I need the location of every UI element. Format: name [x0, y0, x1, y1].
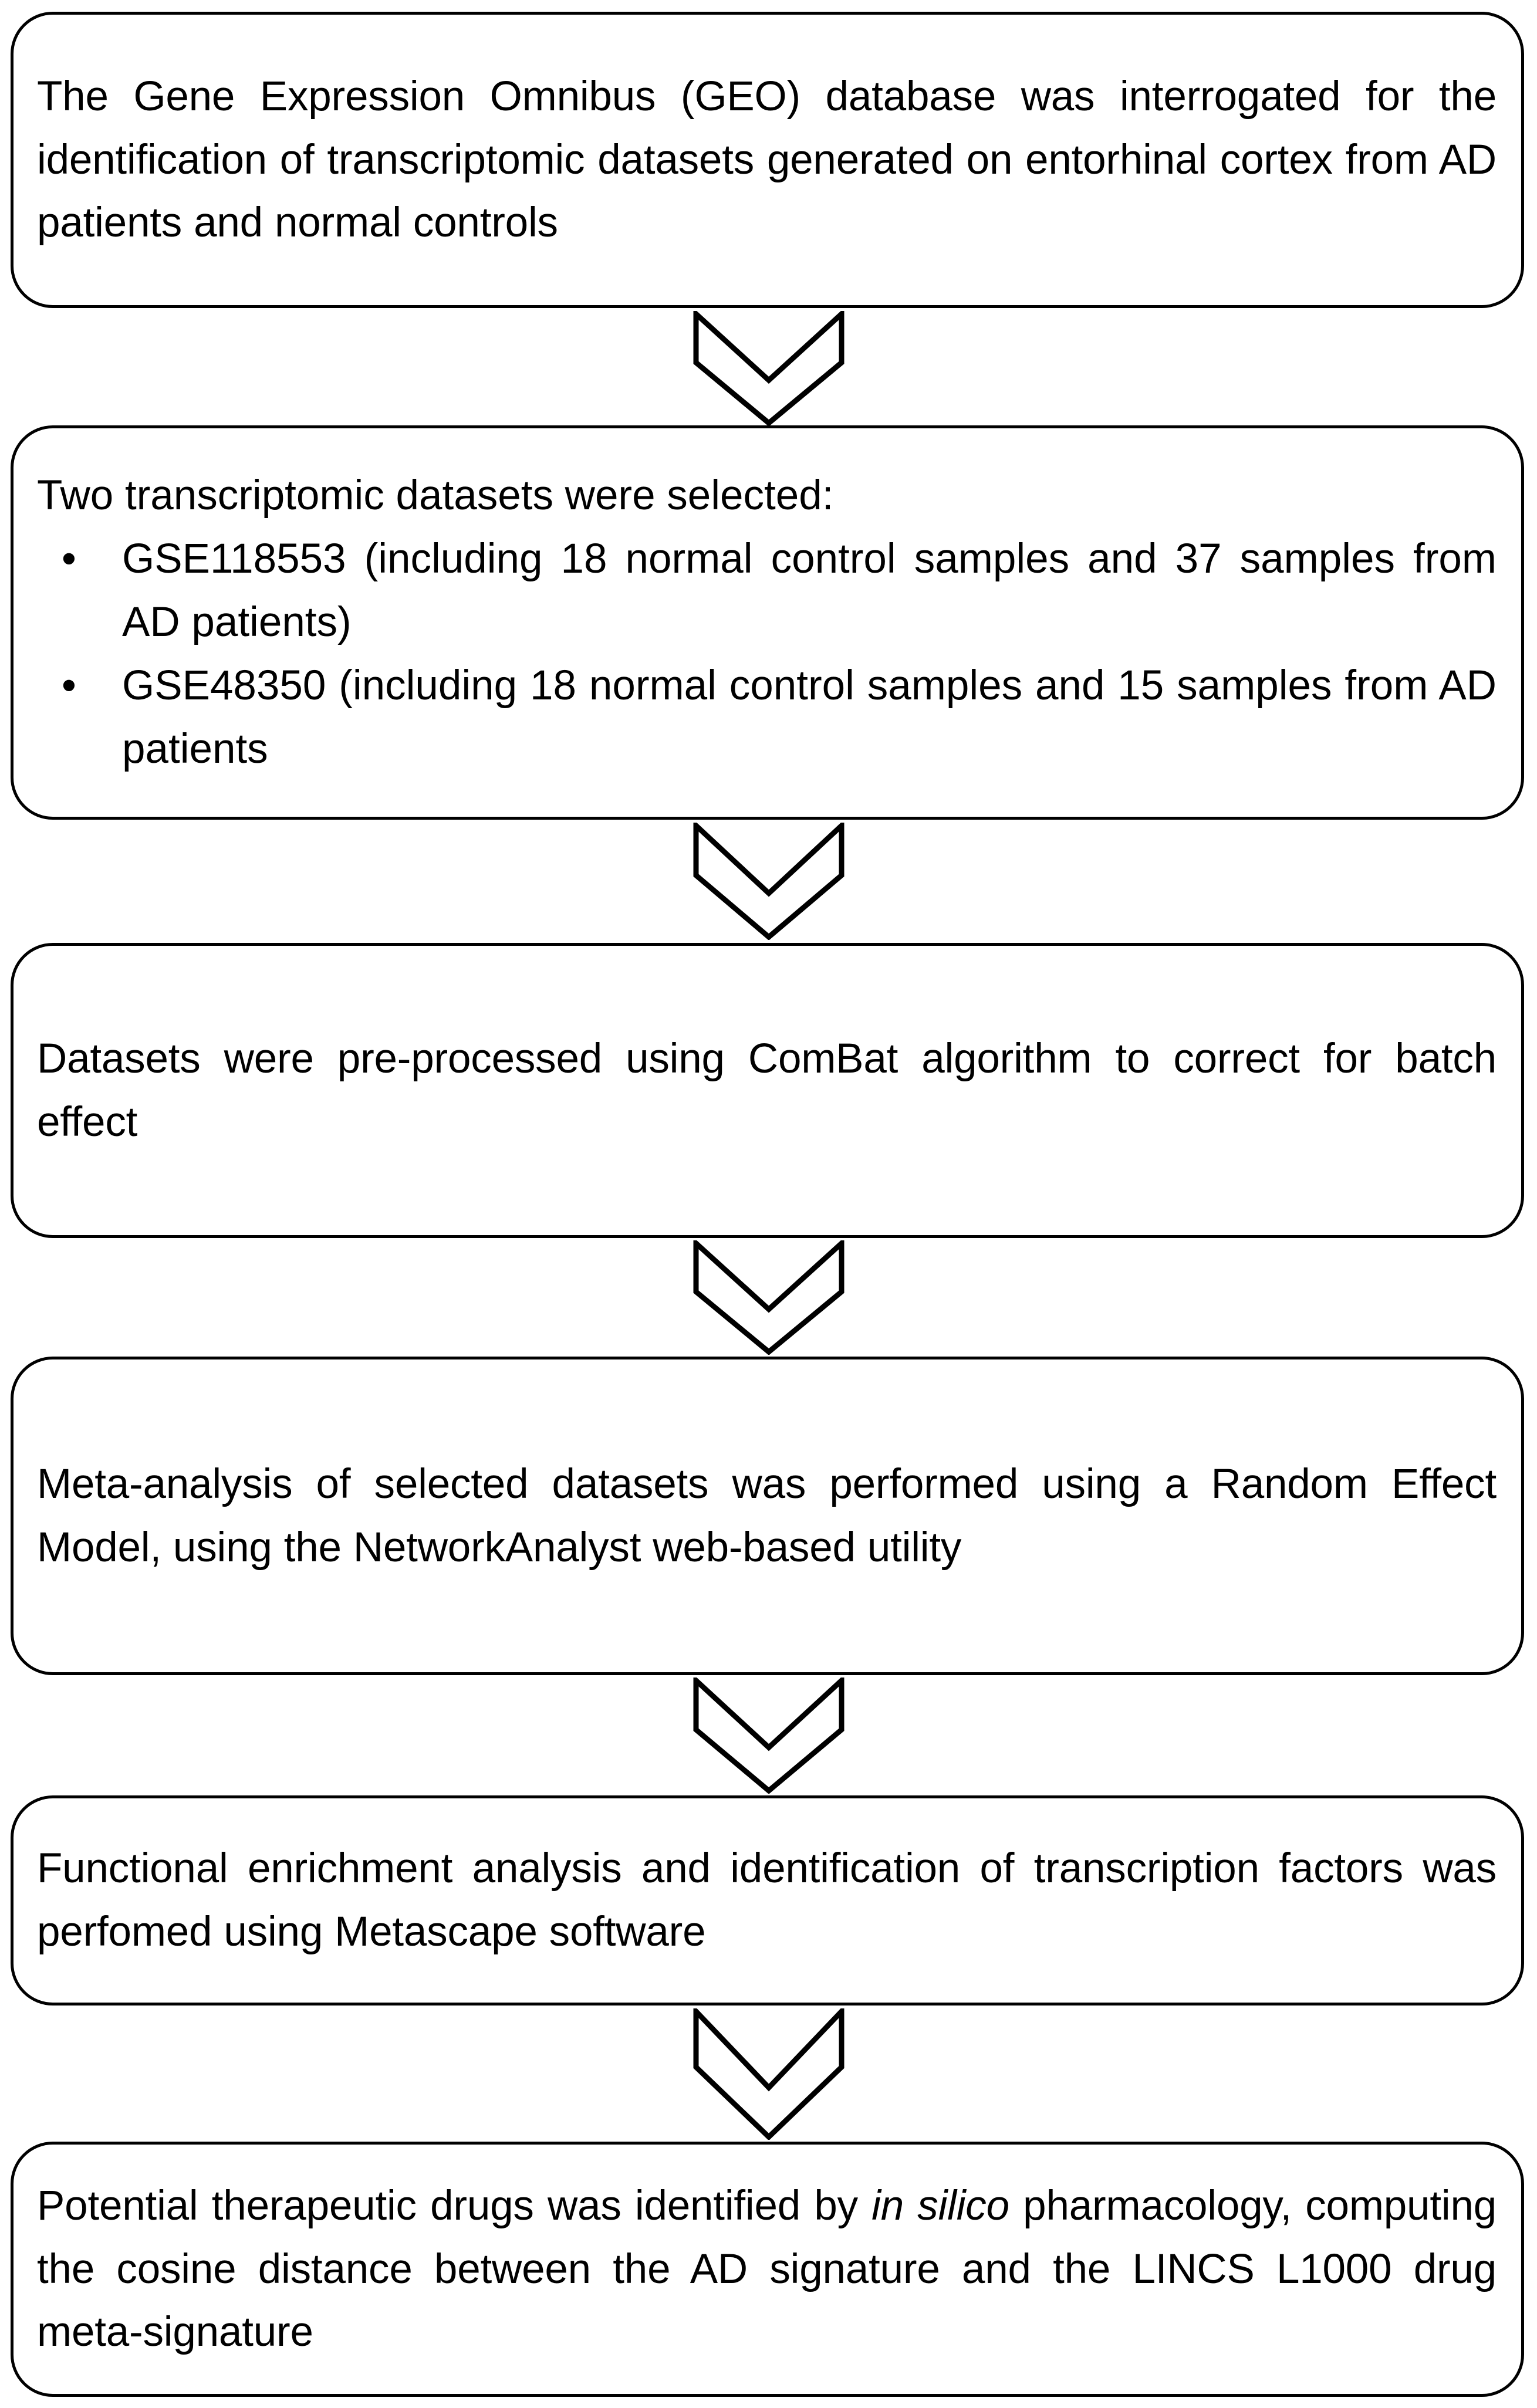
flow-node-meta-analysis: Meta-analysis of selected datasets was p… [11, 1357, 1524, 1675]
flow-node-text-part-1: Potential therapeutic drugs was identifi… [37, 2182, 872, 2229]
list-item: • GSE118553 (including 18 normal control… [37, 527, 1497, 654]
arrow-step4-to-step5 [693, 1678, 844, 1794]
chevron-down-icon [696, 1243, 842, 1352]
flow-node-batch-effect-correction: Datasets were pre-processed using ComBat… [11, 943, 1524, 1238]
flow-node-text: Functional enrichment analysis and ident… [37, 1845, 1497, 1955]
list-item-label: GSE118553 (including 18 normal control s… [122, 536, 1497, 646]
flow-node-text-italic: in silico [871, 2182, 1009, 2229]
arrow-step5-to-step6 [693, 2008, 844, 2140]
dataset-bullet-list: • GSE118553 (including 18 normal control… [13, 527, 1521, 781]
chevron-down-icon [696, 1680, 842, 1791]
chevron-down-icon [696, 2011, 842, 2137]
chevron-down-icon [696, 314, 842, 423]
flow-node-text: Datasets were pre-processed using ComBat… [37, 1035, 1497, 1145]
flow-node-text: The Gene Expression Omnibus (GEO) databa… [37, 73, 1497, 246]
bullet-dot-icon: • [62, 536, 76, 583]
list-item-label: GSE48350 (including 18 normal control sa… [122, 662, 1497, 772]
flow-node-lead-text: Two transcriptomic datasets were selecte… [37, 472, 834, 519]
arrow-step2-to-step3 [693, 823, 844, 940]
flow-node-geo-database-interrogation: The Gene Expression Omnibus (GEO) databa… [11, 12, 1524, 308]
flow-node-dataset-selection: Two transcriptomic datasets were selecte… [11, 425, 1524, 820]
flow-node-drug-identification: Potential therapeutic drugs was identifi… [11, 2142, 1524, 2397]
chevron-down-icon [696, 826, 842, 937]
arrow-step3-to-step4 [693, 1240, 844, 1355]
flow-node-text: Potential therapeutic drugs was identifi… [13, 2174, 1521, 2365]
flow-node-functional-enrichment: Functional enrichment analysis and ident… [11, 1795, 1524, 2005]
list-item: • GSE48350 (including 18 normal control … [37, 654, 1497, 781]
flow-node-text: Meta-analysis of selected datasets was p… [37, 1460, 1497, 1571]
arrow-step1-to-step2 [693, 311, 844, 426]
bullet-dot-icon: • [62, 662, 76, 709]
flow-node-text-part-2: pharmacology, computing the cosine dista… [37, 2182, 1497, 2356]
